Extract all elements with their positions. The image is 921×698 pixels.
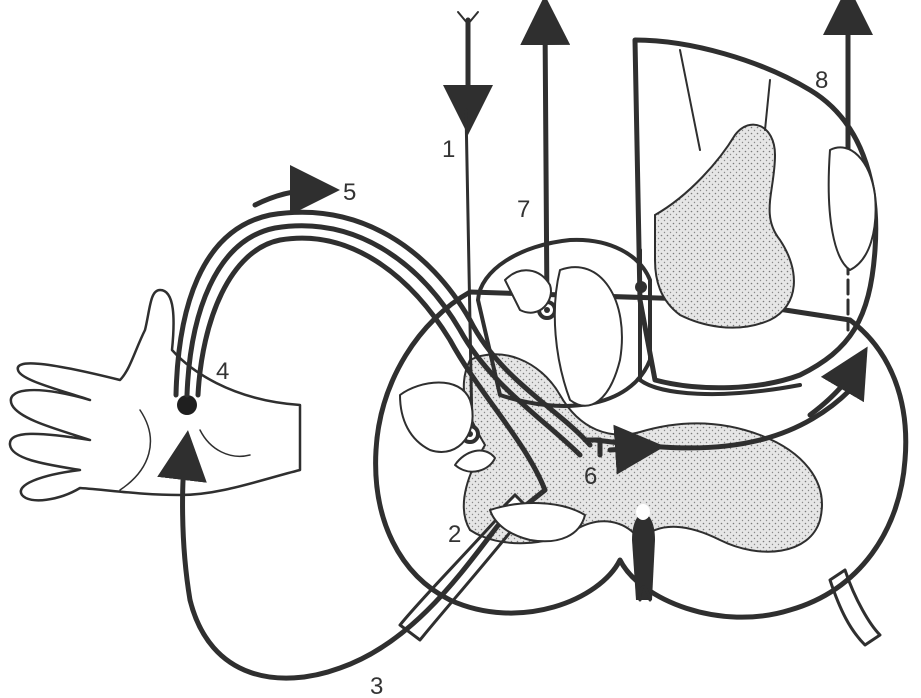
upper-spinal-cord-section (632, 37, 879, 391)
middle-section (476, 237, 802, 408)
descending-pathway (443, 11, 493, 432)
label-3: 3 (370, 673, 383, 698)
ascending-pathway-7 (520, 0, 571, 313)
label-5: 5 (343, 179, 356, 206)
direction-arrow-right (807, 346, 868, 418)
label-1: 1 (442, 136, 455, 163)
receptor-point (177, 395, 197, 415)
label-6: 6 (584, 463, 597, 490)
homunculus-figures (399, 146, 877, 543)
label-7: 7 (517, 196, 530, 223)
hand-illustration (8, 288, 302, 502)
right-ventral-root (828, 568, 882, 647)
central-canal (632, 513, 655, 600)
synapse-6 (582, 437, 603, 458)
ascending-fiber-bundle (173, 209, 593, 513)
label-2: 2 (448, 521, 461, 548)
gray-matter-upper (654, 123, 795, 329)
direction-arrow-5 (252, 165, 340, 216)
label-8: 8 (815, 67, 828, 94)
motor-arc-fiber (157, 430, 513, 681)
label-4: 4 (216, 358, 229, 385)
central-canal-upper (635, 281, 647, 293)
